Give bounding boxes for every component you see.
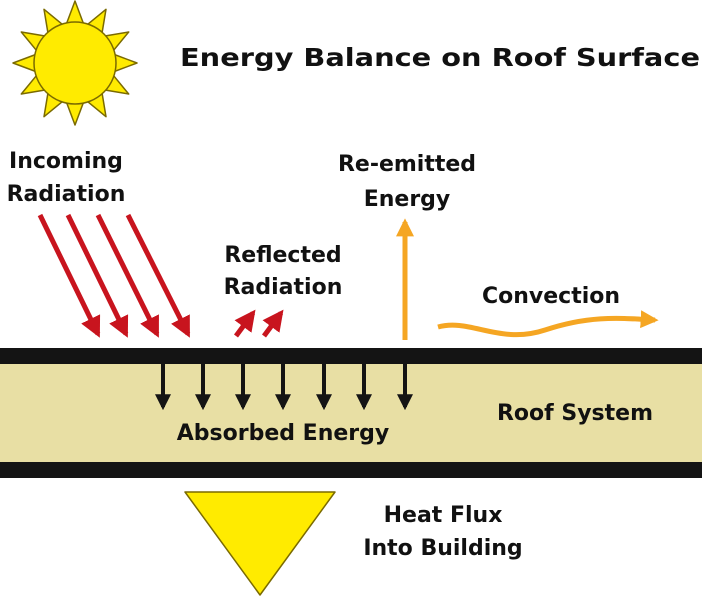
convection-label: Convection — [482, 284, 620, 309]
roof-system-label: Roof System — [497, 401, 653, 426]
incoming-arrow-4 — [125, 213, 191, 338]
heat-flux-label-line2: Into Building — [363, 536, 522, 561]
incoming-arrow-2 — [65, 213, 129, 338]
incoming-radiation-label-line1: Incoming — [9, 149, 123, 174]
roof-top-edge — [0, 348, 702, 364]
roof-system — [0, 348, 702, 478]
incoming-arrow-1 — [37, 213, 101, 338]
incoming-radiation-label-line2: Radiation — [7, 182, 126, 207]
reflected-radiation-label-line2: Radiation — [224, 275, 343, 300]
incoming-radiation-arrows — [37, 213, 191, 338]
absorbed-energy-label: Absorbed Energy — [177, 421, 389, 446]
diagram-title: Energy Balance on Roof Surface — [180, 43, 700, 72]
roof-bottom-edge — [0, 462, 702, 478]
reflected-arrow-2 — [261, 309, 284, 338]
sun-icon — [12, 0, 138, 126]
incoming-arrow-3 — [95, 213, 160, 338]
roof-body — [0, 364, 702, 462]
reflected-radiation-arrows — [233, 309, 284, 338]
reemitted-energy-label-line1: Re-emitted — [338, 152, 476, 177]
heat-flux-label-line1: Heat Flux — [384, 503, 503, 528]
absorbed-energy-arrows — [155, 364, 413, 411]
reflected-radiation-label-line1: Reflected — [224, 243, 341, 268]
reflected-arrow-1 — [233, 309, 256, 338]
heat-flux-arrow — [184, 491, 336, 596]
reemitted-energy-label-line2: Energy — [364, 187, 451, 212]
convection-arrow — [437, 310, 659, 338]
